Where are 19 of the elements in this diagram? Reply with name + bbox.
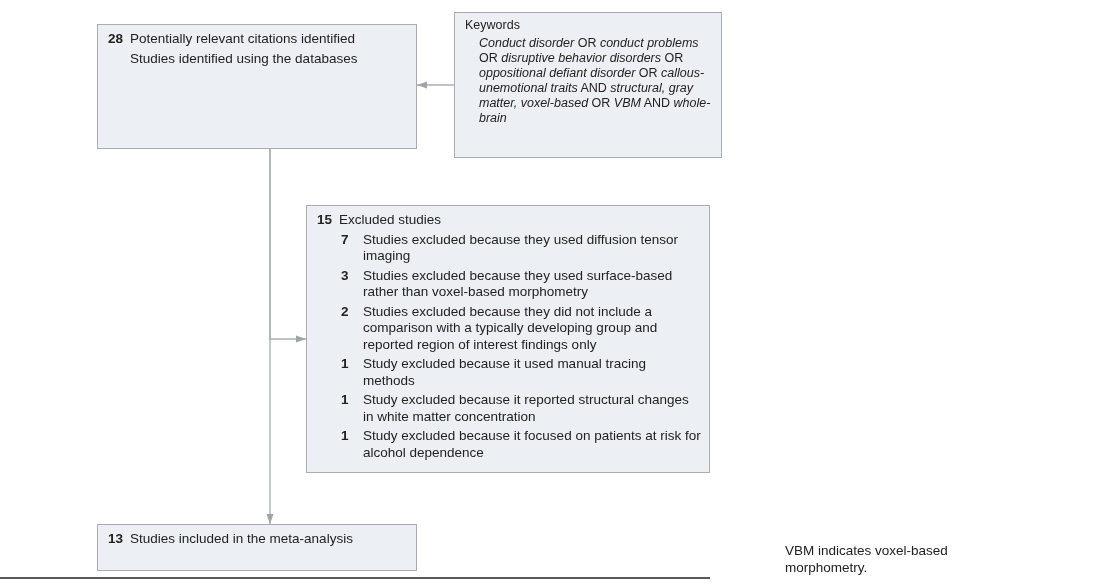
box-heading: 15 Excluded studies [317,212,443,229]
box-heading: 28 Potentially relevant citations identified [108,31,357,48]
excluded-studies-box [306,205,710,473]
box-text: 1 Study excluded because it reported structural changes in white matter concentration [341,392,690,425]
box-text: 1 Study excluded because it focused on patients at risk for alcohol dependence [341,428,701,461]
footnote: VBM indicates voxel-based morphometry. [785,543,949,576]
box-text: Conduct disorder OR conduct problems OR disruptive behavior disorders OR oppositional defiant disorder OR callous-unemotional traits AND structural, gray matter, voxel-based OR VBM AND whole-brain [479,36,712,126]
keywords-box [454,12,722,158]
box-text: 1 Study excluded because it used manual tracing methods [341,356,647,389]
box-text: 7 Studies excluded because they used diffusion tensor imaging [341,231,679,265]
box-text: 3 Studies excluded because they used surface-based rather than voxel-based morphometry [341,267,674,301]
box-heading: 13 Studies included in the meta-analysis [108,531,354,548]
arrow [266,148,274,525]
included-studies-box [97,524,417,571]
box-heading: Keywords [465,18,521,33]
arrow [416,81,455,89]
box-text: 2 Studies excluded because they did not include a comparison with a typically developing group and reported region of interest findings only [341,303,659,353]
search-results-box [97,24,417,149]
box-text: Studies identified using the databases [130,50,359,67]
